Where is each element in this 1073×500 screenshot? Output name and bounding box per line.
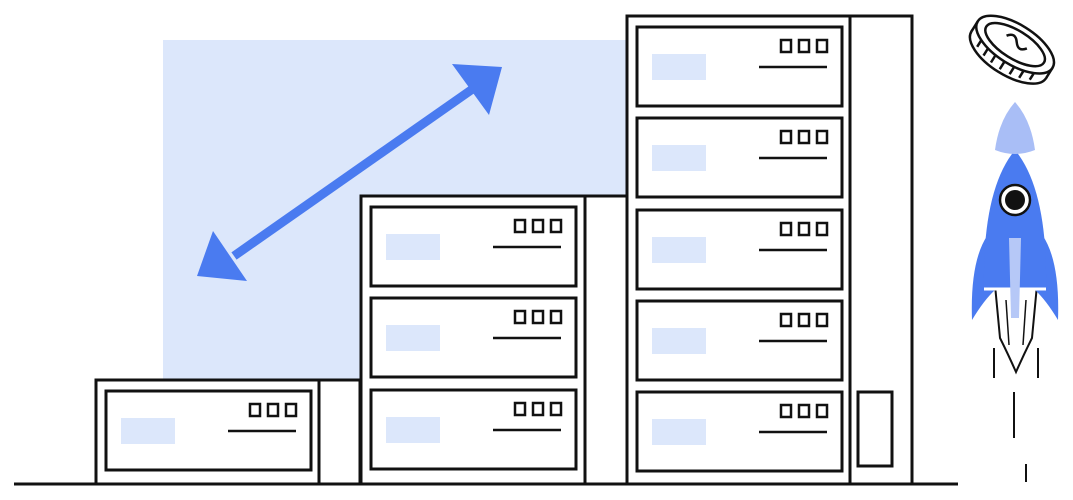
drive-indicator-light	[284, 402, 298, 418]
drive-indicator-light	[248, 402, 262, 418]
drive-indicator-light	[815, 129, 829, 145]
drive-label-block	[121, 418, 175, 444]
drive-indicator-light	[797, 129, 811, 145]
drive-indicator-light	[779, 312, 793, 328]
drive-label-block	[652, 54, 706, 80]
drive-indicator-light	[549, 401, 563, 417]
rocket-icon	[971, 102, 1059, 482]
server-door-handle	[856, 390, 894, 468]
drive-label-block	[386, 417, 440, 443]
drive-indicator-light	[531, 401, 545, 417]
drive-unit	[635, 25, 844, 108]
drive-indicator-light	[815, 221, 829, 237]
drive-indicator-light	[513, 218, 527, 234]
drive-indicator-light	[797, 312, 811, 328]
drive-unit	[635, 299, 844, 382]
drive-indicator-light	[797, 221, 811, 237]
drive-indicator-light	[779, 403, 793, 419]
drive-unit	[104, 389, 313, 472]
drive-unit	[635, 390, 844, 473]
drive-unit	[635, 116, 844, 199]
drive-indicator-light	[797, 38, 811, 54]
drive-indicator-light	[815, 38, 829, 54]
drive-unit	[369, 205, 578, 288]
coin-icon	[968, 14, 1056, 85]
drive-indicator-light	[531, 218, 545, 234]
drive-indicator-light	[266, 402, 280, 418]
drive-label-block	[652, 237, 706, 263]
drive-indicator-light	[531, 309, 545, 325]
drive-indicator-light	[549, 218, 563, 234]
drive-indicator-light	[815, 403, 829, 419]
drive-indicator-light	[797, 403, 811, 419]
drive-indicator-light	[779, 129, 793, 145]
drive-indicator-light	[513, 401, 527, 417]
drive-label-block	[652, 419, 706, 445]
drive-indicator-light	[549, 309, 563, 325]
drive-indicator-light	[815, 312, 829, 328]
drive-unit	[635, 208, 844, 291]
drive-label-block	[386, 234, 440, 260]
drive-label-block	[652, 328, 706, 354]
drive-indicator-light	[779, 221, 793, 237]
server-units	[104, 25, 844, 473]
drive-unit	[369, 296, 578, 379]
drive-label-block	[386, 325, 440, 351]
drive-unit	[369, 388, 578, 471]
drive-indicator-light	[513, 309, 527, 325]
double-headed-arrow-icon	[197, 64, 502, 281]
drive-label-block	[652, 145, 706, 171]
drive-indicator-light	[779, 38, 793, 54]
